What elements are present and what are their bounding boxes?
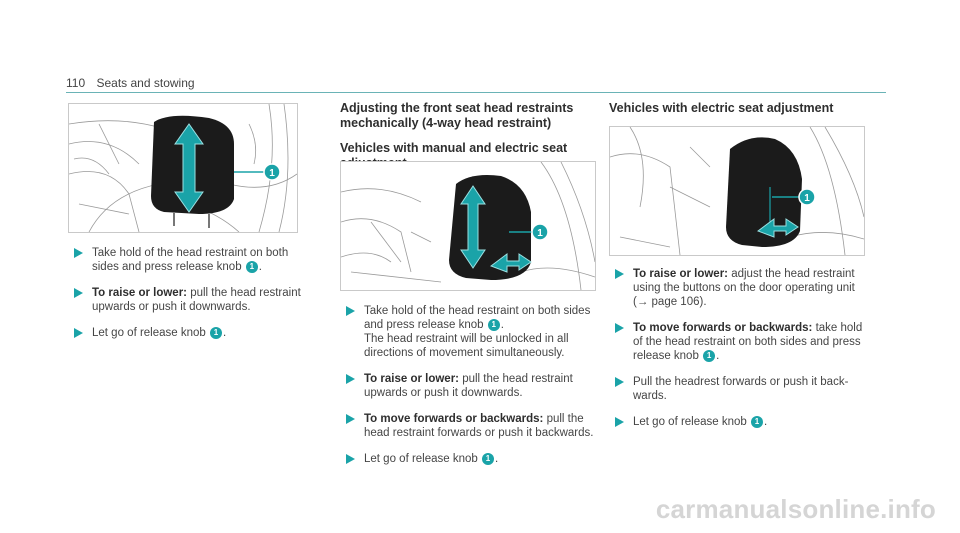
- section-heading: Adjusting the front seat head restraints…: [340, 101, 574, 130]
- step-tail: .: [500, 319, 504, 331]
- headrest-shape: [726, 137, 802, 247]
- bullet-arrow-icon: [615, 377, 624, 387]
- step-tail: .: [258, 261, 262, 273]
- figure-callout-1: 1: [804, 193, 810, 204]
- left-step-2: To raise or lower: pull the head restrai…: [68, 286, 308, 314]
- step-text: pull the head restraint upwards or push …: [92, 287, 301, 313]
- bullet-arrow-icon: [346, 374, 355, 384]
- middle-step-1: Take hold of the head restraint on both …: [340, 304, 600, 360]
- figure-callout-1: 1: [537, 228, 543, 239]
- left-column: Take hold of the head restraint on both …: [68, 246, 308, 352]
- middle-steps: Take hold of the head restraint on both …: [340, 304, 600, 478]
- middle-step-2: To raise or lower: pull the head restrai…: [340, 372, 600, 400]
- header-rule: [66, 92, 886, 93]
- left-step-1: Take hold of the head restraint on both …: [68, 246, 308, 274]
- bullet-arrow-icon: [74, 288, 83, 298]
- right-step-3: Pull the headrest forwards or push it ba…: [609, 375, 869, 403]
- page-number: 110: [66, 76, 86, 90]
- bullet-arrow-icon: [346, 414, 355, 424]
- middle-step-4: Let go of release knob 1.: [340, 452, 600, 466]
- step-text: Let go of release knob: [364, 453, 478, 465]
- step-text: pull the head restraint forwards or push…: [364, 413, 594, 439]
- step-label: To raise or lower:: [364, 373, 460, 385]
- right-steps: To raise or lower: adjust the head restr…: [609, 267, 869, 441]
- step-text: take hold of the head restraint on both …: [633, 322, 863, 362]
- bullet-arrow-icon: [615, 323, 624, 333]
- bullet-arrow-icon: [74, 248, 83, 258]
- section-title: Seats and stowing: [96, 76, 195, 90]
- step-label: To raise or lower:: [633, 268, 729, 280]
- release-knob-icon: 1: [482, 452, 495, 465]
- step-text: pull the head restraint upwards or push …: [364, 373, 573, 399]
- release-knob-icon: 1: [210, 326, 223, 339]
- right-column: Vehicles with electric seat adjustment: [609, 101, 869, 124]
- figure-headrest-4way-manual: 1: [340, 161, 596, 291]
- watermark: carmanualsonline.info: [655, 494, 936, 524]
- right-step-2: To move forwards or backwards: take hold…: [609, 321, 869, 363]
- right-step-4: Let go of release knob 1.: [609, 415, 869, 429]
- figure-callout-1: 1: [269, 168, 275, 179]
- figure-headrest-4way-electric: 1: [609, 126, 865, 256]
- step-label: To raise or lower:: [92, 287, 188, 299]
- step-label: To move forwards or backwards:: [633, 322, 813, 334]
- bullet-arrow-icon: [346, 454, 355, 464]
- step-tail: .: [495, 453, 499, 465]
- release-knob-icon: 1: [487, 318, 500, 331]
- step-tail: .: [764, 416, 768, 428]
- step-tail: .: [716, 350, 720, 362]
- right-step-1: To raise or lower: adjust the head restr…: [609, 267, 869, 309]
- step-text: adjust the head restraint using the butt…: [633, 268, 855, 308]
- step-text: Let go of release knob: [92, 327, 206, 339]
- step-text: Let go of release knob: [633, 416, 747, 428]
- subsection-heading: Vehicles with electric seat adjustment: [609, 101, 834, 115]
- release-knob-icon: 1: [245, 260, 258, 273]
- bullet-arrow-icon: [346, 306, 355, 316]
- middle-step-3: To move forwards or backwards: pull the …: [340, 412, 600, 440]
- step-text: Take hold of the head restraint on both …: [92, 247, 289, 273]
- page-header: 110 Seats and stowing: [66, 76, 195, 90]
- step-tail: .: [223, 327, 227, 339]
- release-knob-icon: 1: [751, 415, 764, 428]
- step-label: To move forwards or backwards:: [364, 413, 544, 425]
- bullet-arrow-icon: [615, 269, 624, 279]
- bullet-arrow-icon: [615, 417, 624, 427]
- step-note: The head restraint will be unlocked in a…: [364, 333, 569, 359]
- bullet-arrow-icon: [74, 328, 83, 338]
- left-step-3: Let go of release knob 1.: [68, 326, 308, 340]
- release-knob-icon: 1: [703, 349, 716, 362]
- step-text: Pull the headrest forwards or push it ba…: [633, 376, 849, 402]
- step-text: Take hold of the head restraint on both …: [364, 305, 591, 331]
- figure-headrest-2way: 1: [68, 103, 298, 233]
